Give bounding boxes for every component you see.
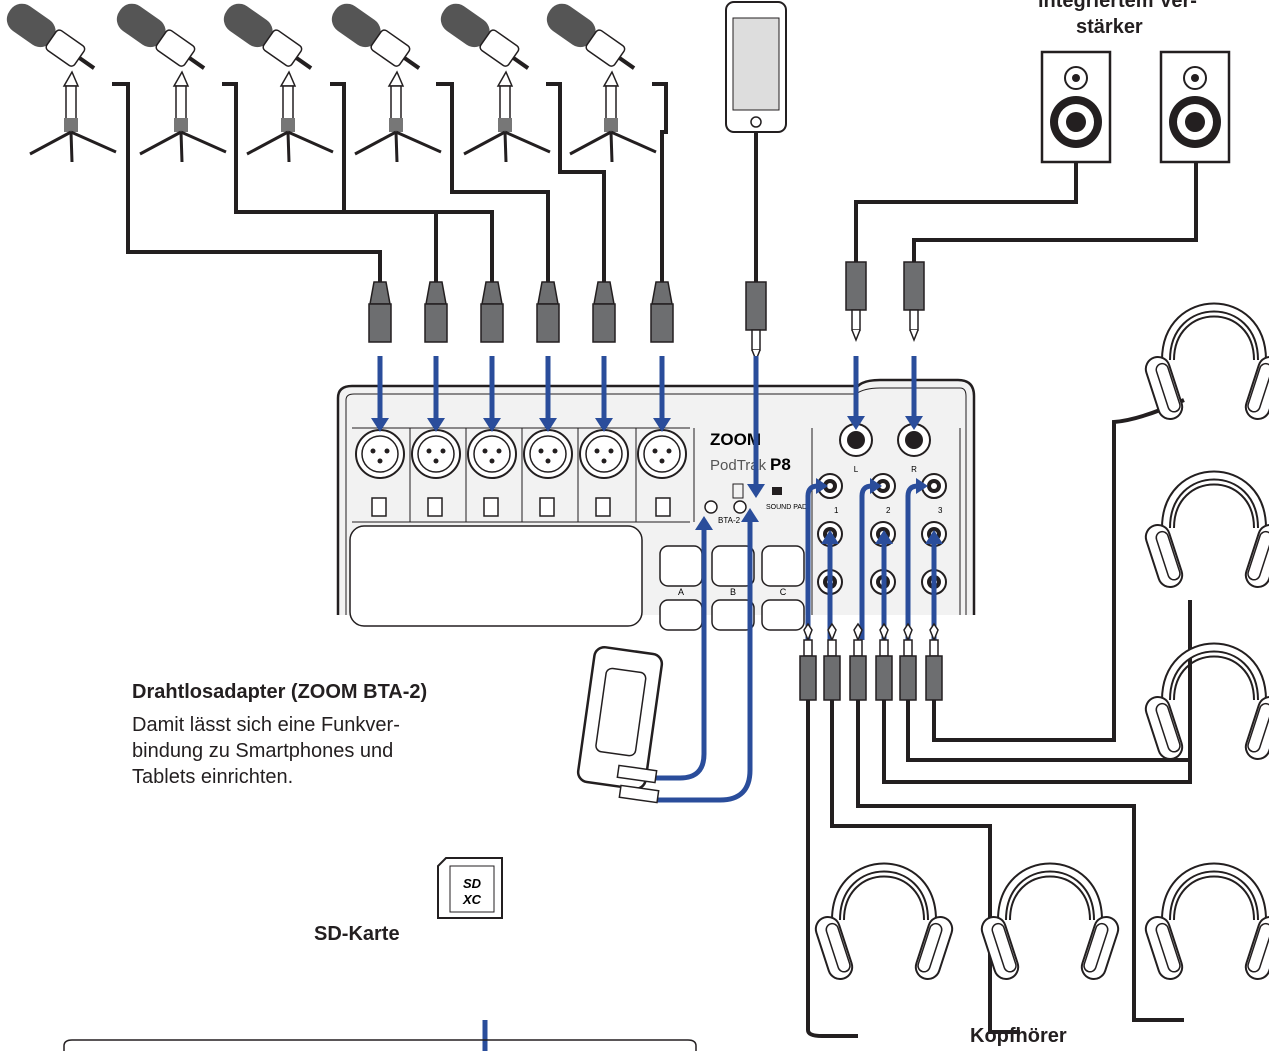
speakers-label-line2: stärker [1076,16,1143,39]
xlr-plugs [369,282,673,342]
microphone-1-icon [1,0,116,162]
adapter-title: Drahtlosadapter (ZOOM BTA-2) [132,681,427,704]
phones-3-label: 3 [938,506,943,515]
out-r-label: R [911,465,917,474]
pad-c-label: C [780,587,787,597]
bta-port-label: BTA-2 [718,516,741,525]
headphones-6-icon [813,868,956,983]
adapter-description-2: bindung zu Smartphones und [132,739,393,763]
sd-card-label: SD-Karte [314,923,400,946]
device-bottom-outline [64,1040,696,1051]
sd-logo-top: SD [463,876,482,891]
model-name: P8 [770,455,791,474]
sd-logo-bottom: XC [462,892,482,907]
brand-logo: ZOOM [710,430,761,449]
smartphone-icon [726,2,786,360]
headphone-plugs [800,624,942,700]
speaker-left-icon [1042,52,1110,162]
headphones-5-icon [979,868,1122,983]
sd-card-icon: SD XC [438,858,502,918]
headphones-3-icon [1143,648,1269,763]
speakers [846,52,1229,340]
podtrak-p8-device: ZOOM PodTrak P8 BTA-2 SOUND PAD A B C L … [338,380,974,630]
speaker-right-icon [1161,52,1229,162]
mic-cables [112,84,666,282]
bta2-adapter-icon [577,646,663,803]
adapter-description-1: Damit lässt sich eine Funkver- [132,713,400,737]
pad-b-label: B [730,587,736,597]
phones-1-label: 1 [834,506,839,515]
headphones-label: Kopfhörer [970,1025,1067,1048]
pad-a-label: A [678,587,684,597]
out-l-label: L [854,465,859,474]
adapter-description-3: Tablets einrichten. [132,765,293,789]
headphones-2-icon [1143,476,1269,591]
headphones-4-icon [1143,868,1269,983]
sound-pad-label: SOUND PAD [766,504,807,511]
microphones [1,0,656,162]
headphones-1-icon [1143,308,1269,423]
speakers-label-line1: integriertem Ver- [1038,0,1197,13]
phones-2-label: 2 [886,506,891,515]
